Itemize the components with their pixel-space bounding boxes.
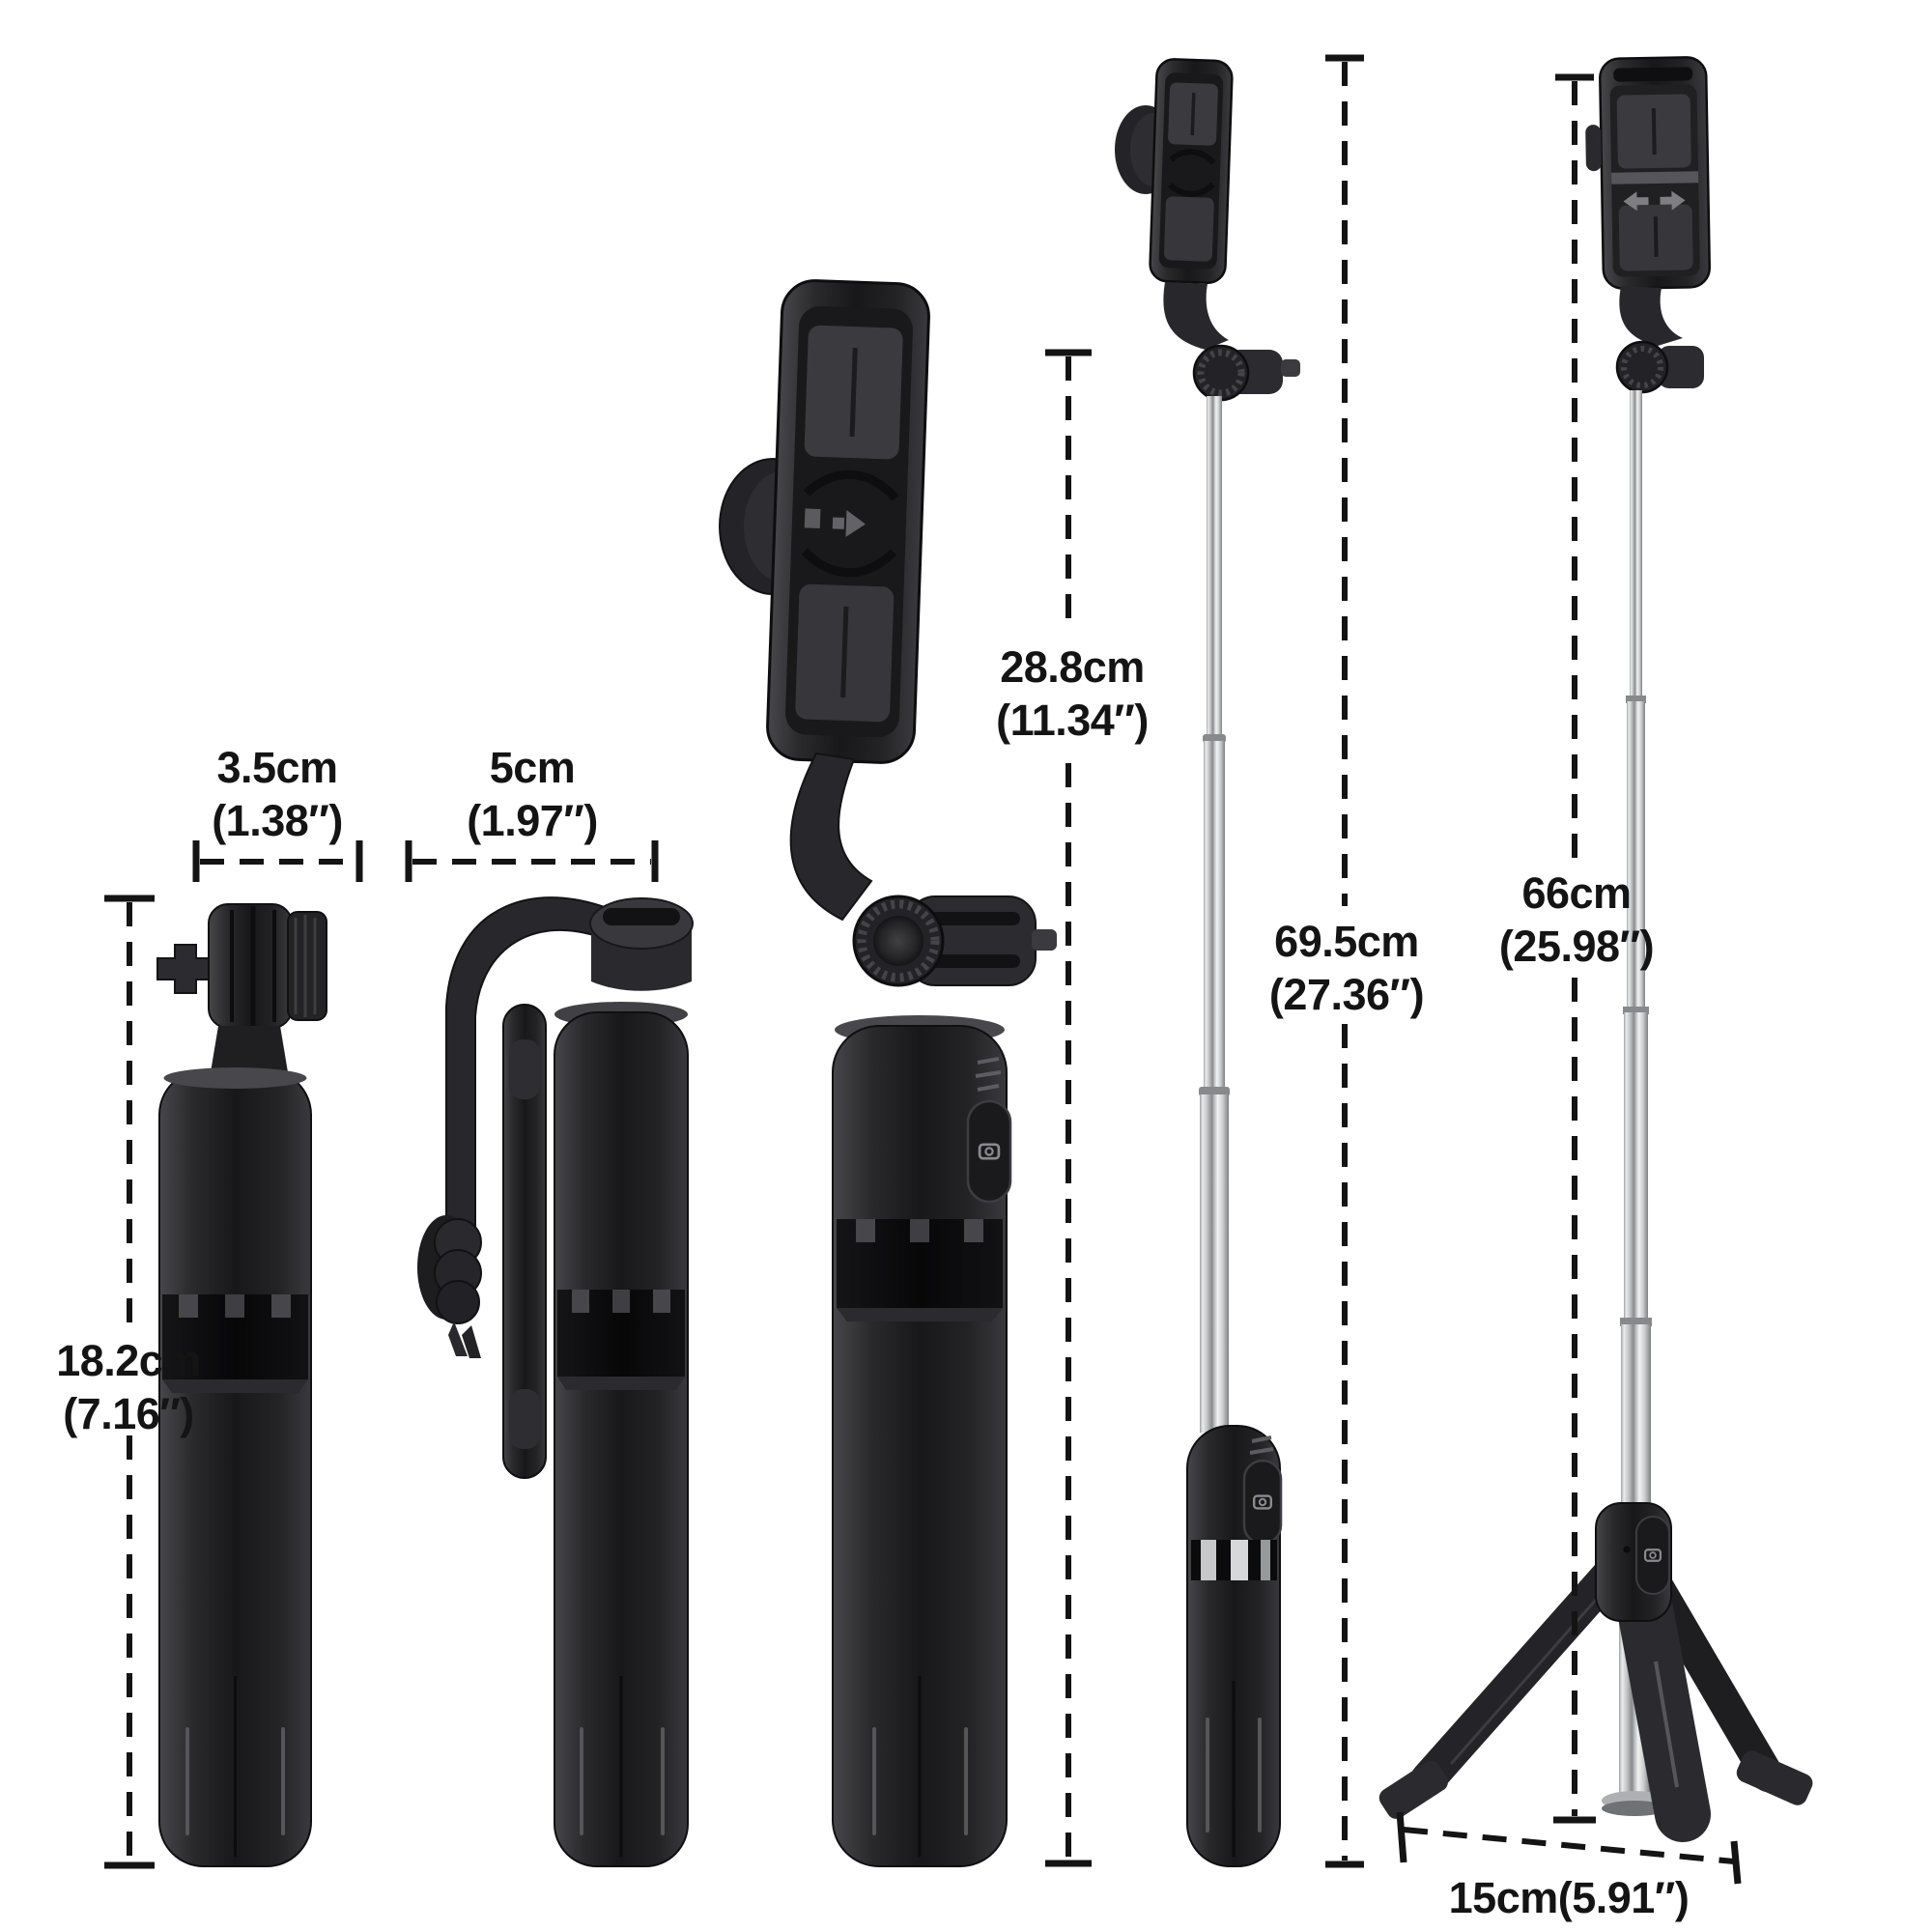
dim-metric: 3.5cm: [216, 743, 338, 792]
dim-label-extended-height: 69.5cm (27.36″): [1268, 916, 1425, 1022]
product-view-extended-stick: [1115, 58, 1300, 1867]
dim-label-half-extended-height: 28.8cm (11.34″): [996, 641, 1149, 748]
dim-line-folded-width: [192, 840, 363, 882]
dim-label-folded-width: 3.5cm (1.38″): [212, 742, 343, 848]
dim-line-tripod-height: [1553, 73, 1596, 1824]
product-view-extended-tripod: [1378, 56, 1813, 1842]
dim-line-clip-width: [405, 840, 659, 882]
dim-label-base-width: 15cm(5.91″): [1449, 1872, 1690, 1925]
dim-line-half-extended-height: [1045, 349, 1092, 1867]
dim-combined: 15cm(5.91″): [1448, 1873, 1690, 1922]
dim-imperial: (27.36″): [1268, 969, 1425, 1019]
dim-metric: 69.5cm: [1274, 917, 1419, 966]
product-view-folded-with-clip: [417, 896, 694, 1867]
dim-imperial: (11.34″): [996, 695, 1149, 745]
dim-imperial: (1.38″): [212, 795, 343, 845]
dim-line-folded-height: [104, 895, 155, 1869]
dim-metric: 5cm: [489, 743, 576, 792]
dim-imperial: (25.98″): [1498, 921, 1655, 971]
product-view-folded: [156, 903, 327, 1867]
dim-label-tripod-height: 66cm (25.98″): [1498, 867, 1655, 974]
product-view-half-unfolded: [719, 279, 1057, 1867]
dim-imperial: (7.16″): [63, 1388, 194, 1438]
dim-line-base-width: [1396, 1811, 1742, 1885]
dim-label-folded-height: 18.2cm (7.16″): [56, 1335, 201, 1441]
dim-label-clip-width: 5cm (1.97″): [467, 742, 598, 848]
dim-metric: 66cm: [1521, 868, 1632, 918]
dim-metric: 18.2cm: [56, 1336, 201, 1385]
dim-imperial: (1.97″): [467, 795, 598, 845]
dim-line-extended-height: [1325, 54, 1364, 1868]
dimension-lines: [104, 54, 1742, 1885]
dim-metric: 28.8cm: [1000, 642, 1145, 692]
